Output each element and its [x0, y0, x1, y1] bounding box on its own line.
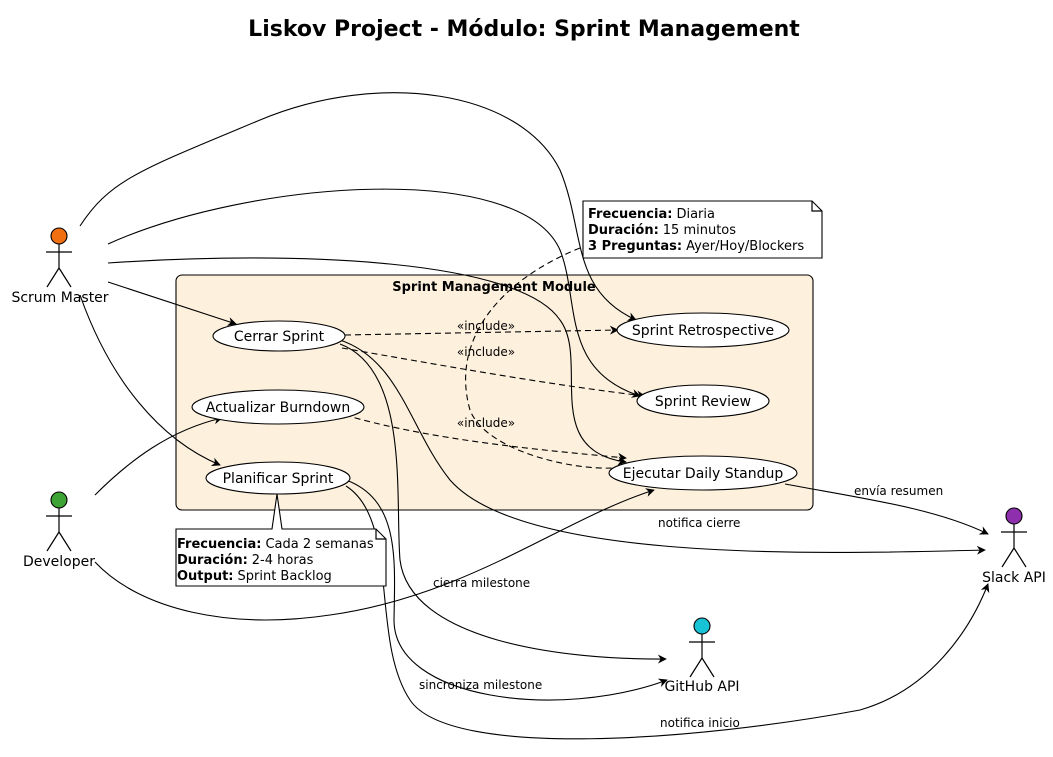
edge-scrum-master-sprint-retrospective	[79, 92, 637, 321]
note-planificar-sprint: Frecuencia: Cada 2 semanas Duración: 2-4 h…	[175, 493, 387, 587]
use-case-label: Cerrar Sprint	[234, 329, 325, 345]
actor-head-icon	[50, 491, 68, 509]
note-value: Cada 2 semanas	[265, 537, 373, 552]
note-value: Sprint Backlog	[238, 569, 332, 584]
edge-label-envia-resumen: envía resumen	[854, 484, 943, 498]
edge-developer-daily-standup	[94, 488, 655, 621]
note-value: Ayer/Hoy/Blockers	[686, 239, 804, 254]
use-case-label: Actualizar Burndown	[206, 400, 351, 416]
note-key: Frecuencia:	[588, 207, 672, 222]
actor-label: Developer	[23, 554, 95, 570]
note-anchor-standup	[465, 247, 613, 469]
note-value: Diaria	[676, 207, 715, 222]
actor-developer: Developer	[23, 491, 95, 570]
note-key: 3 Preguntas:	[588, 239, 682, 254]
actor-slack-api: Slack API	[982, 507, 1046, 586]
edge-planificar-sprint-github-api	[345, 479, 668, 701]
actor-label: Scrum Master	[11, 290, 108, 306]
note-key: Frecuencia:	[177, 537, 261, 552]
include-edge-retrospective	[344, 325, 619, 336]
edge-daily-standup-slack-api	[784, 483, 989, 535]
edge-label-notifica-inicio: notifica inicio	[660, 716, 740, 730]
use-case-sprint-retrospective: Sprint Retrospective	[616, 312, 790, 348]
actor-scrum-master: Scrum Master	[11, 227, 109, 306]
note-value: 15 minutos	[663, 223, 736, 238]
edge-scrum-master-sprint-review	[107, 188, 641, 398]
note-key: Duración:	[177, 553, 248, 568]
diagram-title: Liskov Project - Módulo: Sprint Manageme…	[248, 17, 800, 42]
edge-label-notifica-cierre: notifica cierre	[658, 516, 740, 530]
note-line: Output: Sprint Backlog	[177, 569, 332, 584]
edge-cerrar-sprint-slack-api	[339, 339, 986, 555]
note-key: Output:	[177, 569, 234, 584]
note-value: 2-4 horas	[252, 553, 314, 568]
actor-label: Slack API	[982, 570, 1046, 586]
edge-label-sincroniza-milestone: sincroniza milestone	[419, 678, 542, 692]
note-line: Duración: 15 minutos	[588, 223, 736, 238]
stick-figure-icon	[689, 634, 715, 678]
include-edge-daily-standup	[344, 414, 627, 462]
edge-scrum-master-planificar-sprint	[79, 294, 221, 467]
actor-head-icon	[50, 227, 68, 245]
include-edge-review	[341, 347, 646, 400]
stick-figure-icon	[46, 508, 72, 552]
edge-cerrar-sprint-github-api	[339, 343, 667, 664]
use-case-label: Ejecutar Daily Standup	[623, 466, 784, 482]
note-line: Frecuencia: Diaria	[588, 207, 715, 222]
use-case-sprint-review: Sprint Review	[636, 384, 770, 418]
actor-head-icon	[1005, 507, 1023, 525]
use-case-label: Planificar Sprint	[223, 471, 334, 487]
use-case-actualizar-burndown: Actualizar Burndown	[191, 389, 365, 425]
edge-label-include-retrospective: «include»	[457, 319, 515, 333]
include-edges	[341, 247, 646, 469]
note-daily-standup: Frecuencia: Diaria Duración: 15 minutos 3 …	[582, 200, 823, 259]
edge-scrum-master-cerrar-sprint	[107, 281, 237, 326]
note-line: 3 Preguntas: Ayer/Hoy/Blockers	[588, 239, 804, 254]
use-case-cerrar-sprint: Cerrar Sprint	[212, 320, 346, 352]
edge-label-include-standup: «include»	[457, 416, 515, 430]
edge-planificar-sprint-slack-api	[345, 485, 990, 740]
association-edges	[79, 92, 990, 740]
stick-figure-icon	[46, 244, 72, 288]
stick-figure-icon	[1001, 524, 1027, 568]
use-case-label: Sprint Review	[655, 394, 751, 410]
use-case-ejecutar-daily-standup: Ejecutar Daily Standup	[608, 455, 798, 491]
edge-scrum-master-daily-standup	[107, 257, 627, 466]
edge-developer-actualizar-burndown	[94, 415, 223, 496]
actor-head-icon	[693, 617, 711, 635]
use-case-planificar-sprint: Planificar Sprint	[205, 461, 351, 495]
actor-github-api: GitHub API	[664, 617, 740, 695]
note-line: Frecuencia: Cada 2 semanas	[177, 537, 374, 552]
edge-label-include-review: «include»	[457, 345, 515, 359]
use-case-label: Sprint Retrospective	[632, 323, 774, 339]
note-line: Duración: 2-4 horas	[177, 553, 314, 568]
note-box	[582, 200, 823, 259]
note-fold	[375, 529, 386, 540]
actor-label: GitHub API	[664, 679, 739, 695]
note-key: Duración:	[588, 223, 659, 238]
package-title: Sprint Management Module	[392, 280, 596, 295]
edge-label-cierra-milestone: cierra milestone	[433, 576, 530, 590]
note-fold	[811, 201, 822, 212]
